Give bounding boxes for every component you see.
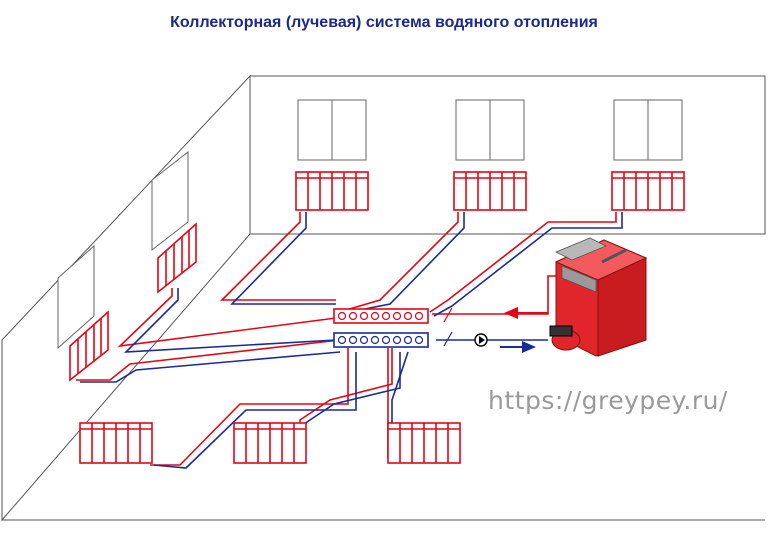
diagram-title: Коллекторная (лучевая) система водяного … xyxy=(170,14,598,31)
return-pipe xyxy=(349,212,465,313)
return-pipe xyxy=(230,212,336,305)
boiler-icon xyxy=(549,237,648,357)
window-icon xyxy=(151,150,189,252)
supply-pipe xyxy=(117,288,337,348)
radiator-icon xyxy=(611,171,685,211)
supply-pipe xyxy=(299,348,393,458)
supply-arrow-icon xyxy=(504,307,548,319)
radiator-icon xyxy=(387,422,461,464)
pump-icon xyxy=(474,333,488,347)
radiator-icon xyxy=(233,422,307,464)
return-pipe xyxy=(153,352,357,469)
supply-pipe xyxy=(220,212,336,301)
radiator-body xyxy=(157,222,197,294)
radiator-icon xyxy=(69,310,109,382)
radiator-icon xyxy=(453,171,527,211)
return-arrow-icon xyxy=(500,341,536,353)
supply-pipe xyxy=(345,212,459,311)
watermark-url: https://greypey.ru/ xyxy=(488,386,728,415)
windows xyxy=(57,99,683,350)
radiator-icon xyxy=(157,222,197,294)
radiator-icon xyxy=(295,171,369,211)
return-pipe xyxy=(303,352,401,458)
return-pipe xyxy=(80,351,341,383)
supply-pipes xyxy=(76,212,617,466)
manifold-icon xyxy=(333,307,453,348)
supply-pipe xyxy=(432,275,558,315)
return-pipe xyxy=(123,288,337,353)
supply-manifold xyxy=(333,308,429,324)
return-manifold xyxy=(333,332,429,348)
supply-pipe xyxy=(76,339,341,381)
window-icon xyxy=(57,244,95,350)
supply-pipe xyxy=(429,212,617,313)
return-pipe xyxy=(433,212,623,317)
supply-pipe xyxy=(150,348,349,466)
radiator-icon xyxy=(79,422,153,464)
radiator-body xyxy=(69,310,109,382)
